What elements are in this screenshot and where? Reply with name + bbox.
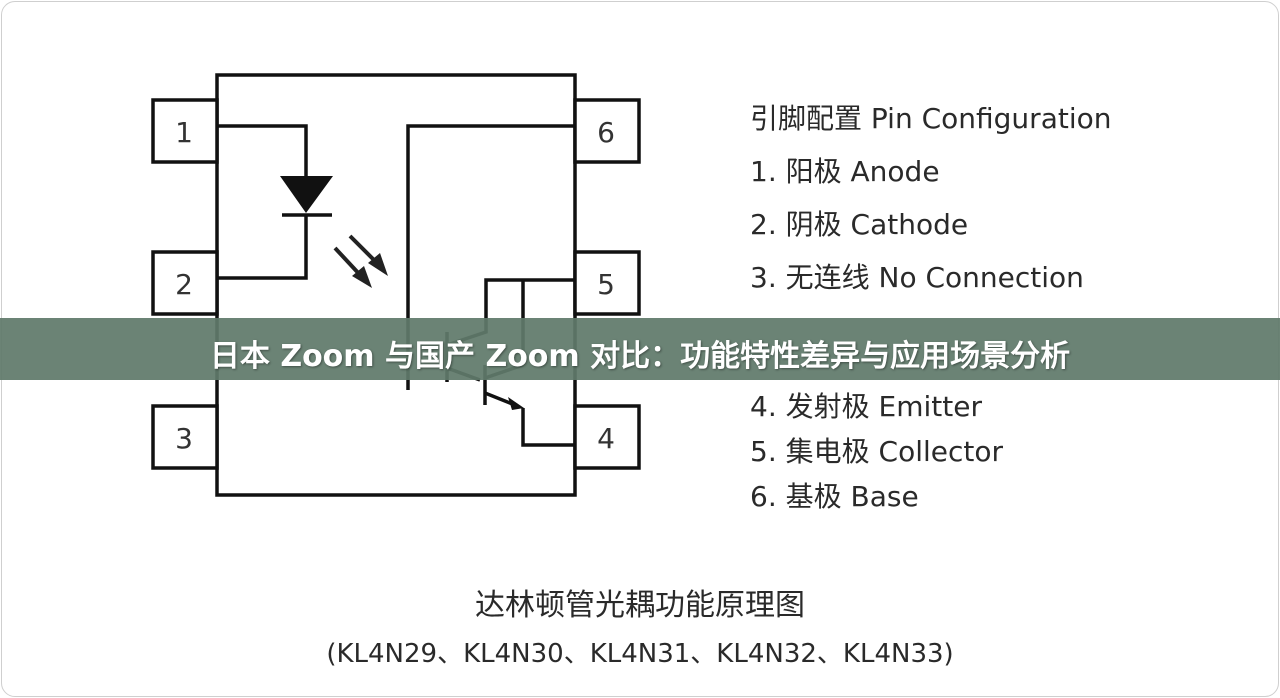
legend-item: 5. 集电极 Collector xyxy=(750,435,1003,468)
legend-title: 引脚配置 Pin Configuration xyxy=(750,102,1112,135)
pin-configuration-legend-lower: 4. 发射极 Emitter 5. 集电极 Collector 6. 基极 Ba… xyxy=(750,384,1003,519)
pin-box-6 xyxy=(573,98,641,164)
pin-box-2 xyxy=(151,250,219,316)
legend-item: 3. 无连线 No Connection xyxy=(750,261,1084,294)
title-banner: 日本 Zoom 与国产 Zoom 对比：功能特性差异与应用场景分析 xyxy=(0,318,1280,380)
pin-configuration-legend: 引脚配置 Pin Configuration 1. 阳极 Anode 2. 阴极… xyxy=(750,92,1112,304)
cathode-wire xyxy=(217,215,308,280)
pin-box-3 xyxy=(151,404,219,470)
light-arrows-icon xyxy=(333,234,388,288)
pin-label-2: 2 xyxy=(175,268,193,301)
emitter-wire xyxy=(521,408,575,447)
pin-label-6: 6 xyxy=(597,116,615,149)
pin-box-1 xyxy=(151,98,219,164)
pin-box-5 xyxy=(573,250,641,316)
diagram-caption: 达林顿管光耦功能原理图 xyxy=(475,588,805,623)
diode-triangle xyxy=(280,176,333,213)
pin-box-4 xyxy=(573,404,641,470)
base-wire xyxy=(406,124,575,390)
anode-wire xyxy=(217,124,308,178)
pin-label-1: 1 xyxy=(175,116,193,149)
legend-item: 6. 基极 Base xyxy=(750,480,919,513)
pin-label-5: 5 xyxy=(597,268,615,301)
banner-title: 日本 Zoom 与国产 Zoom 对比：功能特性差异与应用场景分析 xyxy=(209,339,1071,374)
emitter-arrow xyxy=(508,397,524,410)
pin-label-3: 3 xyxy=(175,422,193,455)
legend-item: 1. 阳极 Anode xyxy=(750,155,940,188)
legend-item: 2. 阴极 Cathode xyxy=(750,208,969,241)
legend-item: 4. 发射极 Emitter xyxy=(750,390,982,423)
model-list: (KL4N29、KL4N30、KL4N31、KL4N32、KL4N33) xyxy=(326,639,954,669)
pin-label-4: 4 xyxy=(597,422,615,455)
